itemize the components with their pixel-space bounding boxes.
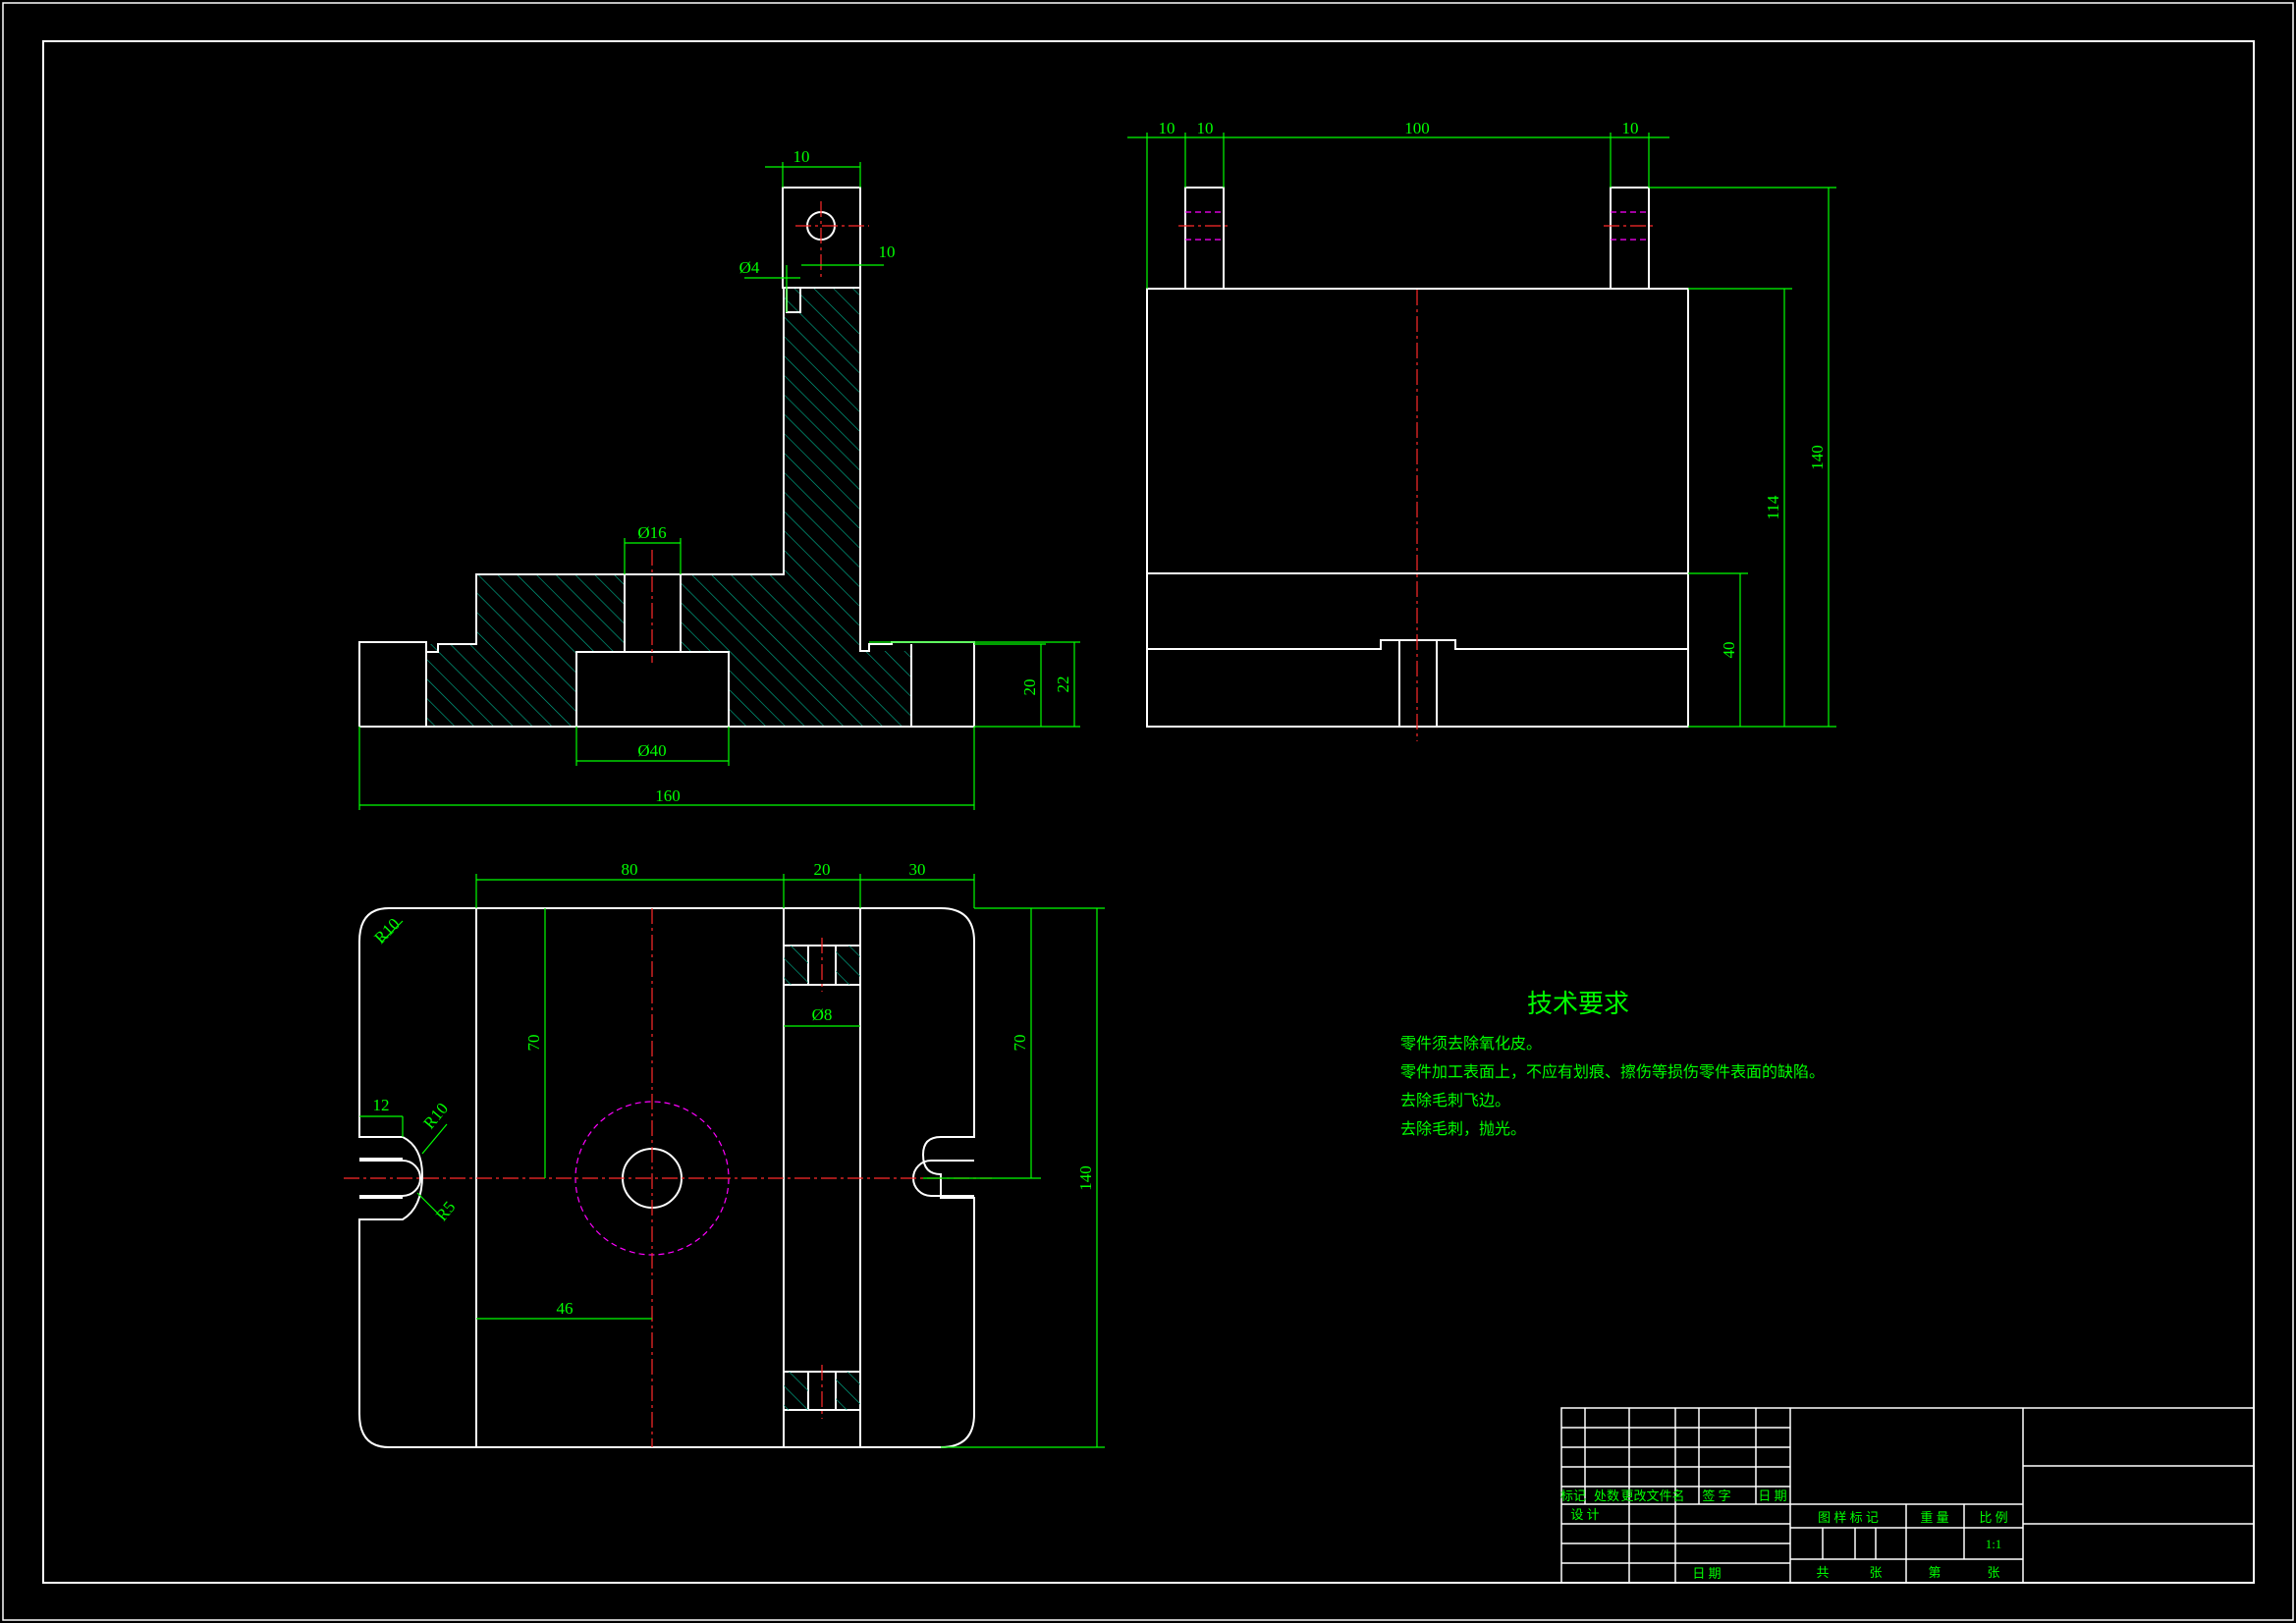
tech-req-line-3: 去除毛刺飞边。 <box>1400 1091 1510 1109</box>
dim-top-r5-slot: R5 <box>432 1198 459 1224</box>
dim-slot-width: 10 <box>793 147 810 166</box>
dim-bore-bottom: Ø40 <box>637 741 666 760</box>
top-view: 80 20 30 R10 70 70 Ø8 12 R10 R5 140 46 <box>344 860 1105 1448</box>
tb-weight: 重 量 <box>1920 1510 1948 1525</box>
dim-side-left-10b: 10 <box>1197 119 1214 137</box>
top-hatch-ear-1b <box>836 946 860 985</box>
dim-top-r10-corner: R10 <box>370 914 403 947</box>
dim-top-46: 46 <box>557 1299 574 1318</box>
tb-change-doc: 更改文件名 <box>1620 1488 1684 1503</box>
dim-side-40: 40 <box>1720 642 1738 659</box>
tb-scale-value: 1:1 <box>1986 1537 2002 1551</box>
dim-side-114: 114 <box>1764 495 1782 519</box>
side-bore-line <box>1147 639 1688 650</box>
dim-side-right-10: 10 <box>1622 119 1639 137</box>
title-block: 标记 处数 更改文件名 签 字 日 期 设 计 日 期 图 样 标 记 重 量 … <box>1560 1407 2255 1584</box>
dim-total-width: 160 <box>655 786 681 805</box>
dim-side-left-10a: 10 <box>1159 119 1175 137</box>
top-slot-left <box>359 1160 421 1197</box>
tb-sheet-no: 第 <box>1928 1565 1941 1580</box>
front-hatch-right <box>681 288 911 727</box>
top-hatch-ear-2a <box>784 1372 808 1410</box>
dim-top-r10-slot: R10 <box>419 1100 452 1133</box>
dim-side-span-100: 100 <box>1404 119 1430 137</box>
tech-req-line-4: 去除毛刺，抛光。 <box>1400 1119 1526 1138</box>
dim-top-140: 140 <box>1076 1165 1095 1191</box>
tb-sheets: 张 <box>1869 1565 1882 1580</box>
side-right-ear <box>1610 187 1650 290</box>
dim-top-12: 12 <box>373 1096 390 1114</box>
tb-mark: 标记 <box>1560 1488 1586 1503</box>
dim-height-20: 20 <box>1020 679 1039 696</box>
dim-height-22: 22 <box>1054 676 1072 693</box>
dim-side-140: 140 <box>1808 445 1827 470</box>
technical-requirements: 技术要求 零件须去除氧化皮。 零件加工表面上，不应有划痕、擦伤等损伤零件表面的缺… <box>1400 990 1825 1138</box>
front-hatch-left <box>426 574 625 727</box>
dim-top-70-left: 70 <box>524 1035 543 1052</box>
dim-top-20: 20 <box>814 860 831 879</box>
side-left-ear <box>1184 187 1225 290</box>
tb-date: 日 期 <box>1758 1488 1786 1503</box>
tb-count: 处数 <box>1594 1488 1619 1503</box>
tb-sheet-unit: 张 <box>1987 1565 1999 1580</box>
tb-signature: 签 字 <box>1702 1488 1730 1503</box>
side-view: 10 10 100 10 140 114 40 <box>1127 119 1836 741</box>
tech-req-line-2: 零件加工表面上，不应有划痕、擦伤等损伤零件表面的缺陷。 <box>1400 1062 1825 1081</box>
dim-top-hole-8: Ø8 <box>812 1005 833 1024</box>
dim-top-70-right: 70 <box>1011 1035 1029 1052</box>
top-hatch-ear-1a <box>784 946 808 985</box>
tb-stage-mark: 图 样 标 记 <box>1818 1510 1879 1525</box>
tech-req-line-1: 零件须去除氧化皮。 <box>1400 1034 1542 1053</box>
dim-top-30: 30 <box>909 860 926 879</box>
tb-scale-label: 比 例 <box>1979 1510 2007 1525</box>
dim-top-80: 80 <box>622 860 638 879</box>
front-bore-bottom <box>575 651 730 728</box>
dim-small-hole: Ø4 <box>739 258 760 277</box>
tech-req-title: 技术要求 <box>1527 990 1629 1019</box>
top-hatch-ear-2b <box>836 1372 860 1410</box>
tb-total: 共 <box>1816 1565 1829 1580</box>
dim-bore-top: Ø16 <box>637 523 666 542</box>
dim-hole-offset: 10 <box>879 243 896 261</box>
tb-design: 设 计 <box>1570 1507 1599 1522</box>
front-section-view: 10 10 Ø4 Ø16 Ø40 160 20 22 <box>358 147 1080 810</box>
tb-date2: 日 期 <box>1692 1566 1721 1581</box>
sheet-inner-border <box>42 40 2255 1584</box>
